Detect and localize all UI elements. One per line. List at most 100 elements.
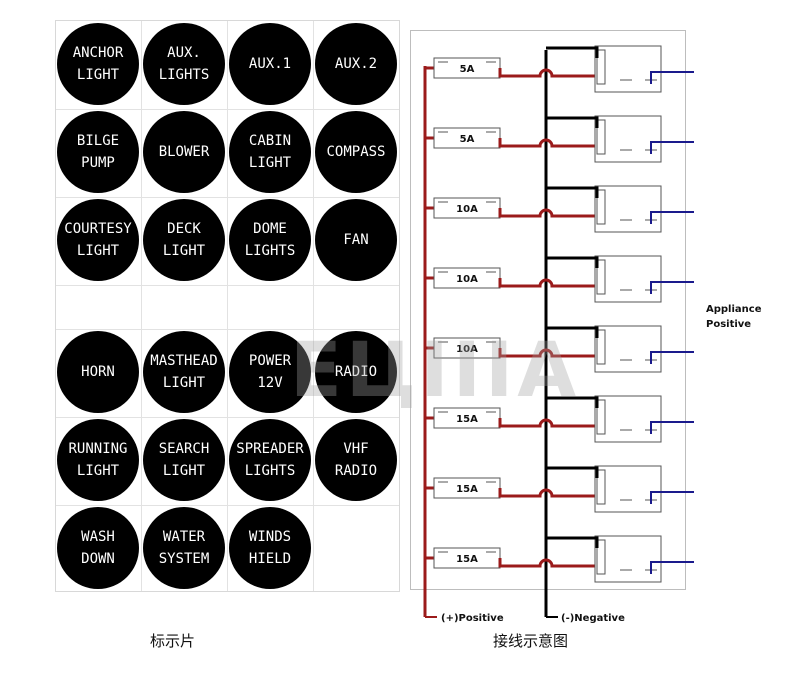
negative-feed-wire: [546, 536, 599, 548]
label-badge-text: AUX.2: [334, 56, 378, 72]
negative-label: (-)Negative: [561, 613, 625, 624]
appliance-output-wire: [650, 351, 694, 364]
switch-box: [594, 115, 662, 163]
label-badge-text: LIGHT: [162, 243, 206, 259]
switch-box: [594, 325, 662, 373]
appliance-output-wire: [650, 421, 694, 434]
negative-feed-wire: [546, 186, 599, 198]
label-badge-fan: FAN: [315, 199, 397, 281]
label-badge-text: LIGHT: [76, 463, 120, 479]
label-badge-windshield: WINDS HIELD: [229, 507, 311, 589]
grid-line: [141, 21, 142, 591]
label-badge-search-light: SEARCH LIGHT: [143, 419, 225, 501]
label-badge-text: LIGHTS: [244, 243, 296, 259]
switch-contact: [596, 189, 606, 225]
label-badge-text: LIGHT: [76, 67, 120, 83]
grid-line: [56, 109, 399, 110]
fuse-to-switch-wire: [498, 348, 628, 364]
label-badge-radio: RADIO: [315, 331, 397, 413]
switch-contact: [596, 329, 606, 365]
negative-feed-wire: [546, 466, 599, 478]
switch-box: [594, 465, 662, 513]
fuse-rating-label: 10A: [456, 274, 478, 285]
label-badge-text: LIGHTS: [158, 67, 210, 83]
label-badge-text: AUX.1: [248, 56, 292, 72]
fuse-rating-label: 10A: [456, 204, 478, 215]
switch-box: [594, 45, 662, 93]
label-badge-text: SYSTEM: [158, 551, 210, 567]
fuse-to-switch-wire: [498, 138, 628, 154]
fuse-to-switch-wire: [498, 488, 628, 504]
label-sheet-caption: 标示片: [150, 632, 196, 650]
grid-line: [56, 285, 399, 286]
negative-feed-wire: [546, 396, 599, 408]
label-badge-text: SPREADER: [236, 441, 304, 457]
label-badge-text: RUNNING: [68, 441, 128, 457]
label-badge-text: COMPASS: [326, 144, 386, 160]
label-badge-text: 12V: [257, 375, 283, 391]
label-badge-text: AUX.: [167, 45, 201, 61]
label-badge-aux-2: AUX.2: [315, 23, 397, 105]
appliance-output-wire: [650, 561, 694, 574]
switch-contact: [596, 49, 606, 85]
label-badge-text: COURTESY: [64, 221, 132, 237]
wiring-diagram-caption: 接线示意图: [493, 632, 569, 650]
grid-line: [56, 417, 399, 418]
label-badge-text: WATER: [162, 529, 206, 545]
negative-feed-wire: [546, 256, 599, 268]
label-badge-text: FAN: [343, 232, 369, 248]
wiring-diagram-panel: [410, 30, 686, 590]
fuse-to-switch-wire: [498, 208, 628, 224]
label-badge-text: LIGHT: [248, 155, 292, 171]
label-badge-text: LIGHTS: [244, 463, 296, 479]
fuse-rating-label: 5A: [460, 134, 475, 145]
switch-box: [594, 185, 662, 233]
fuse-rating-label: 5A: [460, 64, 475, 75]
watermark-logo: ЕЦIIIА: [290, 325, 581, 414]
label-badge-text: SEARCH: [158, 441, 210, 457]
fuse-to-switch-wire: [498, 558, 628, 574]
appliance-positive-label: Appliance: [706, 304, 762, 315]
label-badge-cabin-light: CABIN LIGHT: [229, 111, 311, 193]
switch-box: [594, 535, 662, 583]
switch-box: [594, 395, 662, 443]
fuse-rating-label: 15A: [456, 414, 478, 425]
appliance-output-wire: [650, 281, 694, 294]
label-badge-text: POWER: [248, 353, 292, 369]
label-badge-text: ANCHOR: [72, 45, 124, 61]
grid-line: [313, 21, 314, 591]
grid-line: [56, 329, 399, 330]
grid-line: [56, 505, 399, 506]
label-badge-text: HORN: [81, 364, 115, 380]
appliance-positive-label: Positive: [706, 319, 751, 330]
label-badge-text: LIGHT: [162, 463, 206, 479]
negative-feed-wire: [546, 326, 599, 338]
label-badge-text: RADIO: [334, 463, 378, 479]
appliance-output-wire: [650, 211, 694, 224]
label-badge-power-12v: POWER 12V: [229, 331, 311, 413]
label-badge-deck-light: DECK LIGHT: [143, 199, 225, 281]
label-badge-text: MASTHEAD: [150, 353, 218, 369]
switch-contact: [596, 469, 606, 505]
switch-contact: [596, 119, 606, 155]
label-badge-text: CABIN: [248, 133, 292, 149]
appliance-output-wire: [650, 71, 694, 84]
negative-feed-wire: [546, 46, 599, 58]
appliance-output-wire: [650, 141, 694, 154]
switch-box: [594, 255, 662, 303]
label-badge-text: WINDS: [248, 529, 292, 545]
grid-line: [56, 197, 399, 198]
label-badge-text: BILGE: [76, 133, 120, 149]
switch-contact: [596, 539, 606, 575]
label-badge-text: HIELD: [248, 551, 292, 567]
label-badge-horn: HORN: [57, 331, 139, 413]
label-badge-text: DECK: [167, 221, 201, 237]
label-badge-water-system: WATER SYSTEM: [143, 507, 225, 589]
switch-contact: [596, 259, 606, 295]
